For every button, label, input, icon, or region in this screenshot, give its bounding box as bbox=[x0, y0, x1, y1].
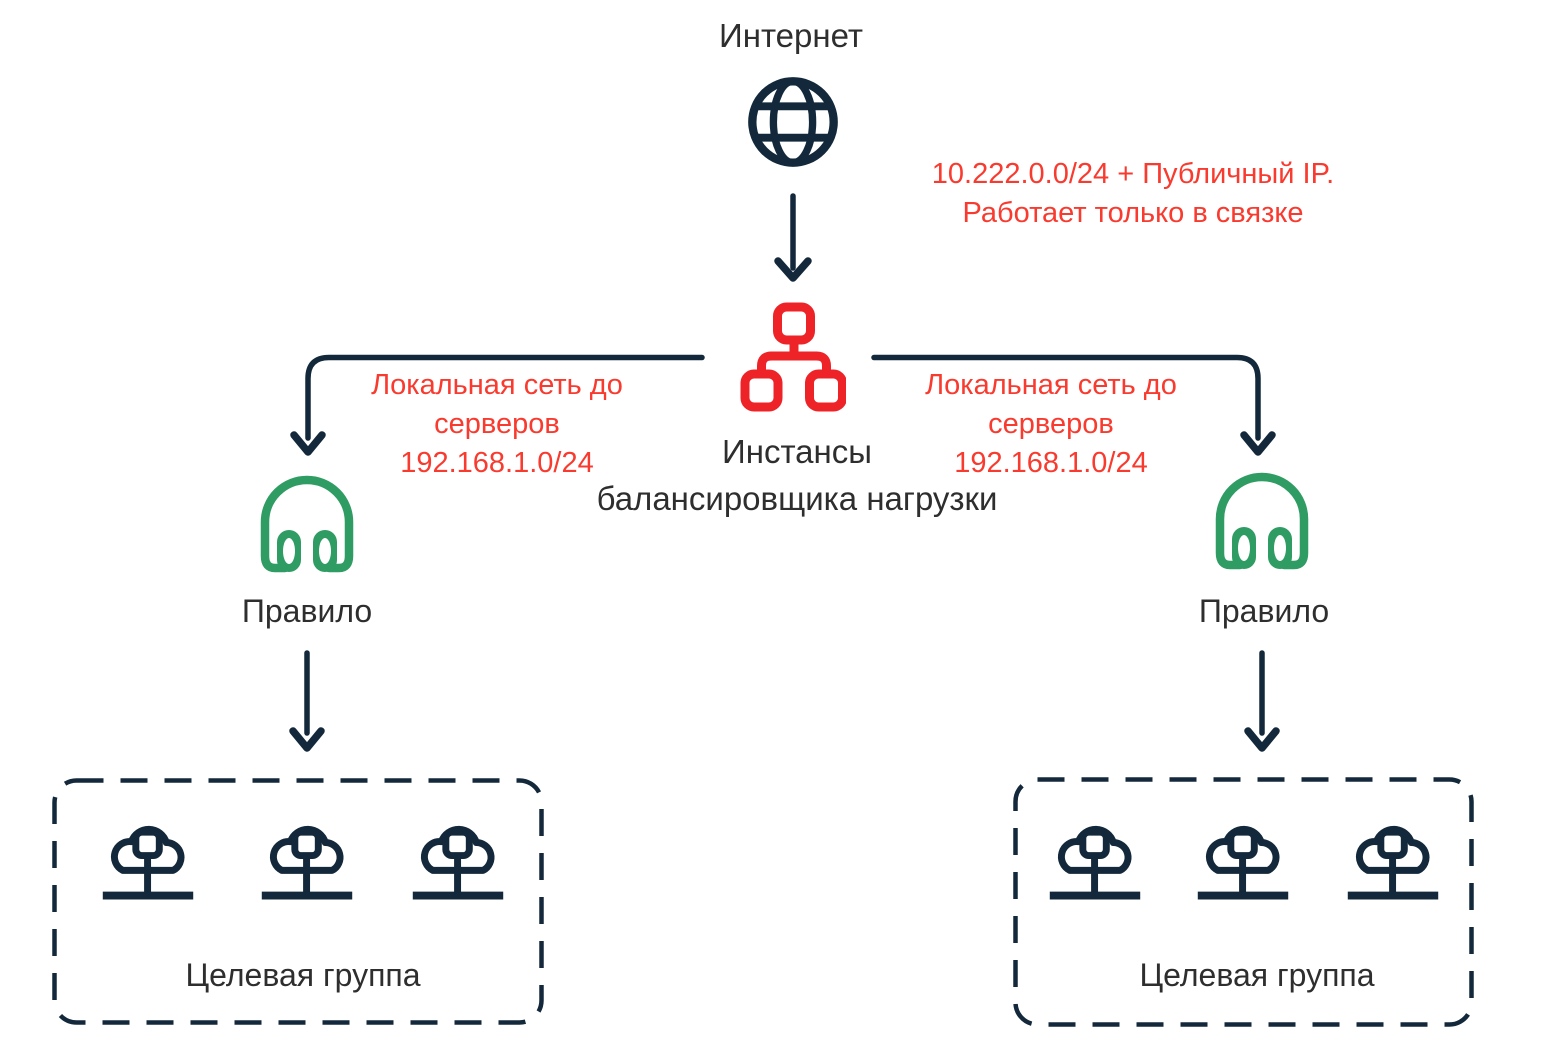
annotation-public-network: 10.222.0.0/24 + Публичный IP. Работает т… bbox=[932, 155, 1334, 233]
annotation-local-network-right: Локальная сеть до серверов 192.168.1.0/2… bbox=[925, 366, 1177, 483]
connector-lb-to-right-rule bbox=[871, 354, 1276, 456]
cloud-server-icon bbox=[100, 806, 196, 906]
annotation-local-network-left: Локальная сеть до серверов 192.168.1.0/2… bbox=[371, 366, 623, 483]
globe-icon bbox=[744, 72, 842, 172]
target-group-label-right: Целевая группа bbox=[1139, 957, 1375, 993]
internet-to-lb-arrow bbox=[774, 193, 812, 282]
rule-label-left: Правило bbox=[241, 593, 373, 629]
right-rule-to-target-arrow bbox=[1244, 650, 1280, 752]
cloud-server-icon bbox=[1345, 806, 1441, 906]
target-group-left-box bbox=[52, 778, 544, 1025]
cloud-server-icon bbox=[410, 806, 506, 906]
annotation-line: Работает только в связке bbox=[962, 197, 1304, 229]
load-balancer-label-line2: балансировщика нагрузки bbox=[596, 480, 998, 517]
rule-label-right: Правило bbox=[1198, 593, 1330, 629]
load-balancer-label-line1: Инстансы bbox=[722, 433, 872, 470]
left-rule-to-target-arrow bbox=[289, 650, 325, 752]
annotation-line: Локальная сеть до bbox=[371, 369, 623, 401]
cloud-server-icon bbox=[1047, 806, 1143, 906]
target-group-label-left: Целевая группа bbox=[185, 957, 421, 993]
headphones-icon bbox=[257, 470, 357, 578]
internet-label: Интернет bbox=[719, 17, 863, 54]
load-balancer-icon bbox=[740, 302, 846, 412]
connector-lb-to-left-rule bbox=[290, 354, 705, 456]
annotation-line: 192.168.1.0/24 bbox=[954, 447, 1148, 479]
annotation-line: Локальная сеть до bbox=[925, 369, 1177, 401]
annotation-line: 10.222.0.0/24 + Публичный IP. bbox=[931, 158, 1335, 190]
dashed-border bbox=[52, 778, 544, 1025]
dashed-border bbox=[1013, 777, 1474, 1027]
annotation-line: серверов bbox=[988, 408, 1114, 440]
annotation-line: 192.168.1.0/24 bbox=[400, 447, 594, 479]
cloud-server-icon bbox=[1195, 806, 1291, 906]
cloud-server-icon bbox=[259, 806, 355, 906]
load-balancer-label: Инстансы балансировщика нагрузки bbox=[597, 428, 998, 522]
headphones-icon bbox=[1212, 467, 1312, 575]
annotation-line: серверов bbox=[434, 408, 560, 440]
target-group-right-box bbox=[1013, 777, 1474, 1027]
